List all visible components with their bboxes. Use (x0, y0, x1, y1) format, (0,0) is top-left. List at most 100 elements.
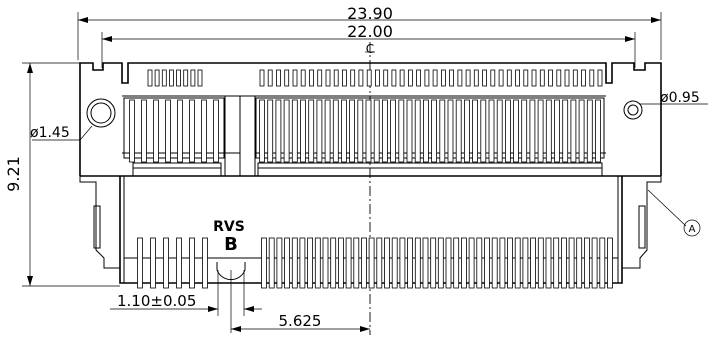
middle-pin (488, 99, 495, 163)
key-offset-dimension (230, 270, 370, 333)
top-pin (325, 69, 331, 87)
top-pin (300, 69, 306, 87)
bottom-pin (376, 237, 383, 289)
key-offset-label: 5.625 (279, 312, 322, 330)
top-pin (556, 69, 562, 87)
top-pin (482, 69, 488, 87)
middle-pin (275, 99, 282, 163)
middle-pin (422, 99, 429, 163)
bottom-pin (368, 237, 375, 289)
top-pin (292, 69, 298, 87)
middle-pin (308, 99, 315, 163)
middle-pin (414, 99, 421, 163)
top-pin (259, 69, 265, 87)
top-pin (416, 69, 422, 87)
middle-pin (480, 99, 487, 163)
bottom-pin (514, 237, 521, 289)
middle-pin (595, 99, 601, 163)
middle-pin (341, 99, 347, 163)
middle-pin (472, 99, 479, 163)
bottom-pin (430, 237, 437, 289)
overall-width-label: 23.90 (347, 4, 393, 23)
pitch-span-dimension (101, 32, 636, 68)
middle-pin (213, 99, 219, 163)
middle-pin (332, 99, 339, 163)
bottom-pin (576, 237, 583, 289)
bottom-pin (491, 237, 498, 289)
top-pin (572, 69, 578, 87)
top-pin (341, 69, 347, 87)
bottom-pin (599, 237, 606, 289)
height-dimension (22, 62, 120, 287)
top-pin (197, 69, 203, 87)
bottom-pin (553, 237, 560, 289)
bottom-pin (202, 237, 208, 289)
bottom-pin (568, 237, 575, 289)
middle-pin (431, 99, 438, 163)
key-width-label: 1.10±0.05 (117, 292, 196, 310)
middle-pin (357, 99, 364, 163)
bottom-pin (407, 237, 414, 289)
top-pin (183, 69, 189, 87)
middle-pin (267, 99, 274, 163)
top-pin (589, 69, 595, 87)
key-letter: B (224, 234, 238, 255)
top-pin (473, 69, 479, 87)
middle-pin (365, 99, 372, 163)
bottom-pin (422, 237, 429, 289)
right-hole-diameter-label: ø0.95 (660, 90, 700, 106)
top-pin (154, 69, 160, 87)
top-pin (548, 69, 553, 87)
middle-pin (324, 99, 331, 163)
top-pin (597, 69, 603, 87)
middle-pin (562, 99, 569, 163)
top-pin (267, 69, 273, 87)
top-pin (374, 69, 380, 87)
middle-pin (513, 99, 519, 163)
top-pin (383, 69, 389, 87)
top-pin (176, 69, 182, 87)
bottom-pin (476, 237, 483, 289)
top-pin (350, 69, 356, 87)
bottom-pin (437, 237, 444, 289)
bottom-pin (330, 237, 337, 289)
middle-pin (373, 99, 380, 163)
middle-pin (570, 99, 577, 163)
bottom-pin (484, 237, 490, 289)
bottom-pin (150, 237, 156, 289)
top-pin (457, 69, 463, 87)
bottom-pin (507, 237, 513, 289)
top-pin (407, 69, 413, 87)
top-pin (284, 69, 290, 87)
top-pin (190, 69, 196, 87)
middle-pin (521, 99, 528, 163)
height-label: 9.21 (4, 156, 23, 192)
top-pin (440, 69, 446, 87)
bottom-pin (399, 237, 406, 289)
top-pin (498, 69, 504, 87)
top-pin (391, 69, 397, 87)
bottom-pin (176, 237, 182, 289)
bottom-pin (445, 237, 452, 289)
bottom-pin (314, 237, 321, 289)
bottom-pin (561, 237, 567, 289)
middle-pin (201, 99, 207, 163)
bottom-pin (468, 237, 475, 289)
middle-pin (165, 99, 171, 163)
middle-pin (504, 99, 511, 163)
middle-pin (259, 99, 265, 163)
middle-pin-row-left (129, 99, 219, 163)
top-pin (432, 69, 438, 87)
middle-pin (406, 99, 413, 163)
top-pin (506, 69, 512, 87)
bottom-pin (261, 237, 267, 289)
middle-pin (141, 99, 147, 163)
bottom-pin (345, 237, 352, 289)
bottom-pin (499, 237, 506, 289)
centerline-symbol: C (366, 42, 374, 56)
top-pin-row-left (147, 69, 203, 87)
bottom-pin (522, 237, 529, 289)
middle-pin (455, 99, 462, 163)
middle-pin (291, 99, 298, 163)
middle-pin (129, 99, 135, 163)
